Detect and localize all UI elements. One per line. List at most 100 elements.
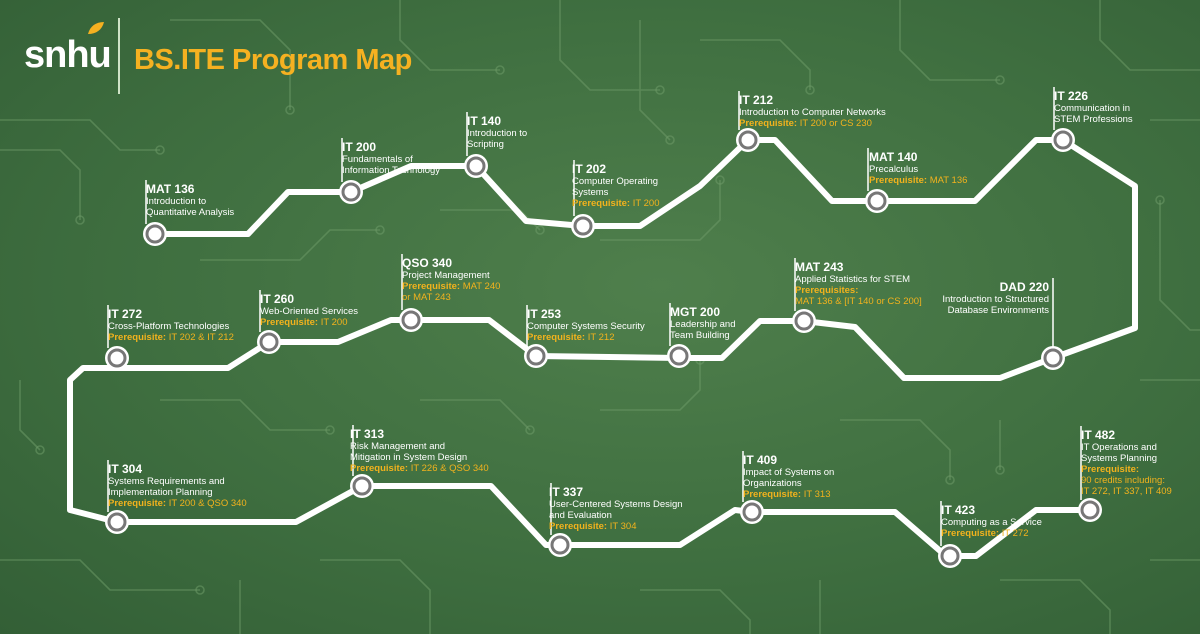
course-code: MAT 140 <box>869 150 918 164</box>
course-name: Introduction to Scripting <box>467 128 528 150</box>
course-code: IT 482 <box>1081 428 1116 442</box>
course-code: DAD 220 <box>999 280 1049 294</box>
course-name: Leadership and Team Building <box>670 319 736 341</box>
course-name: Introduction to Structured Database Envi… <box>942 294 1049 316</box>
course-name: Fundamentals of Information Technology <box>342 154 441 176</box>
course-name: Computer Systems Security <box>527 321 645 332</box>
course-prerequisite: Prerequisite: 90 credits including: IT 2… <box>1081 464 1172 497</box>
course-code: IT 337 <box>549 485 584 499</box>
prerequisite-value: IT 304 <box>607 521 637 532</box>
prerequisite-value: IT 200 <box>318 317 348 328</box>
course-node-ring-it-253 <box>526 346 546 366</box>
course-prerequisite: Prerequisite: IT 200 <box>572 198 659 209</box>
course-node-ring-it-260 <box>259 332 279 352</box>
course-name: Project Management <box>402 270 490 281</box>
course-node-ring-it-409 <box>742 502 762 522</box>
course-code: MGT 200 <box>670 305 721 319</box>
course-code: MAT 136 <box>146 182 195 196</box>
prerequisite-label: Prerequisite: <box>869 175 928 186</box>
course-code: IT 226 <box>1054 89 1089 103</box>
course-node-ring-dad-220 <box>1043 348 1063 368</box>
course-name: Cross-Platform Technologies <box>108 321 230 332</box>
prerequisite-label: Prerequisites: <box>795 285 859 296</box>
prerequisite-value: IT 200 & QSO 340 <box>166 498 247 509</box>
prerequisite-value: 90 credits including: IT 272, IT 337, IT… <box>1081 475 1172 497</box>
course-node-ring-mat-243 <box>794 311 814 331</box>
prerequisite-label: Prerequisite: <box>743 489 802 500</box>
course-name: Systems Requirements and Implementation … <box>108 476 225 498</box>
course-node-ring-it-423 <box>940 546 960 566</box>
prerequisite-label: Prerequisite: <box>350 463 409 474</box>
course-node-ring-it-482 <box>1080 500 1100 520</box>
course-code: IT 409 <box>743 453 778 467</box>
course-node-ring-it-313 <box>352 476 372 496</box>
course-code: MAT 243 <box>795 260 844 274</box>
course-prerequisite: Prerequisite: IT 304 <box>549 521 683 532</box>
prerequisite-value: IT 226 & QSO 340 <box>408 463 489 474</box>
page-title: BS.ITE Program Map <box>134 44 412 76</box>
prerequisite-value: IT 200 or CS 230 <box>797 118 872 129</box>
course-prerequisite: Prerequisite: IT 200 & QSO 340 <box>108 498 247 509</box>
course-node-ring-it-140 <box>466 156 486 176</box>
course-node-ring-mat-136 <box>145 224 165 244</box>
course-name: Applied Statistics for STEM <box>795 274 911 285</box>
course-code: IT 304 <box>108 462 143 476</box>
course-code: IT 260 <box>260 292 295 306</box>
course-node-ring-qso-340 <box>401 310 421 330</box>
prerequisite-label: Prerequisite: <box>527 332 586 343</box>
course-prerequisite: Prerequisite: IT 200 or CS 230 <box>739 118 886 129</box>
prerequisite-label: Prerequisite: <box>941 528 1000 539</box>
prerequisite-value: IT 212 <box>585 332 615 343</box>
course-name: Precalculus <box>869 164 919 175</box>
course-code: QSO 340 <box>402 256 453 270</box>
course-node-ring-it-337 <box>550 535 570 555</box>
prerequisite-value: MAT 136 <box>927 175 968 186</box>
prerequisite-label: Prerequisite: <box>260 317 319 328</box>
course-node-ring-it-202 <box>573 216 593 236</box>
prerequisite-label: Prerequisite: <box>739 118 798 129</box>
prerequisite-label: Prerequisite: <box>549 521 608 532</box>
course-node-ring-it-272 <box>107 348 127 368</box>
course-prerequisite: Prerequisites: MAT 136 & [IT 140 or CS 2… <box>795 285 922 307</box>
course-code: IT 202 <box>572 162 607 176</box>
prerequisite-label: Prerequisite: <box>402 281 461 292</box>
brand-logo: snhu <box>24 34 112 76</box>
course-prerequisite: Prerequisite: MAT 240 or MAT 243 <box>402 281 500 303</box>
course-node-ring-it-200 <box>341 182 361 202</box>
course-name: IT Operations and Systems Planning <box>1081 442 1158 464</box>
course-name: Web-Oriented Services <box>260 306 359 317</box>
prerequisite-value: IT 200 <box>630 198 660 209</box>
course-node-ring-it-226 <box>1053 130 1073 150</box>
course-name: Introduction to Computer Networks <box>739 107 886 118</box>
course-name: Communication in STEM Professions <box>1054 103 1133 125</box>
course-node-ring-mat-140 <box>867 191 887 211</box>
course-prerequisite: Prerequisite: IT 226 & QSO 340 <box>350 463 489 474</box>
course-code: IT 313 <box>350 427 385 441</box>
header-divider <box>118 18 120 94</box>
course-nodes <box>105 87 1102 568</box>
prerequisite-label: Prerequisite: <box>572 198 631 209</box>
course-code: IT 423 <box>941 503 976 517</box>
course-code: IT 212 <box>739 93 774 107</box>
leaf-icon <box>88 22 104 34</box>
prerequisite-label: Prerequisite: <box>108 332 167 343</box>
course-code: IT 140 <box>467 114 502 128</box>
course-code: IT 253 <box>527 307 562 321</box>
prerequisite-value: MAT 136 & [IT 140 or CS 200] <box>795 296 922 307</box>
prerequisite-label: Prerequisite: <box>1081 464 1140 475</box>
course-node-ring-it-212 <box>738 130 758 150</box>
